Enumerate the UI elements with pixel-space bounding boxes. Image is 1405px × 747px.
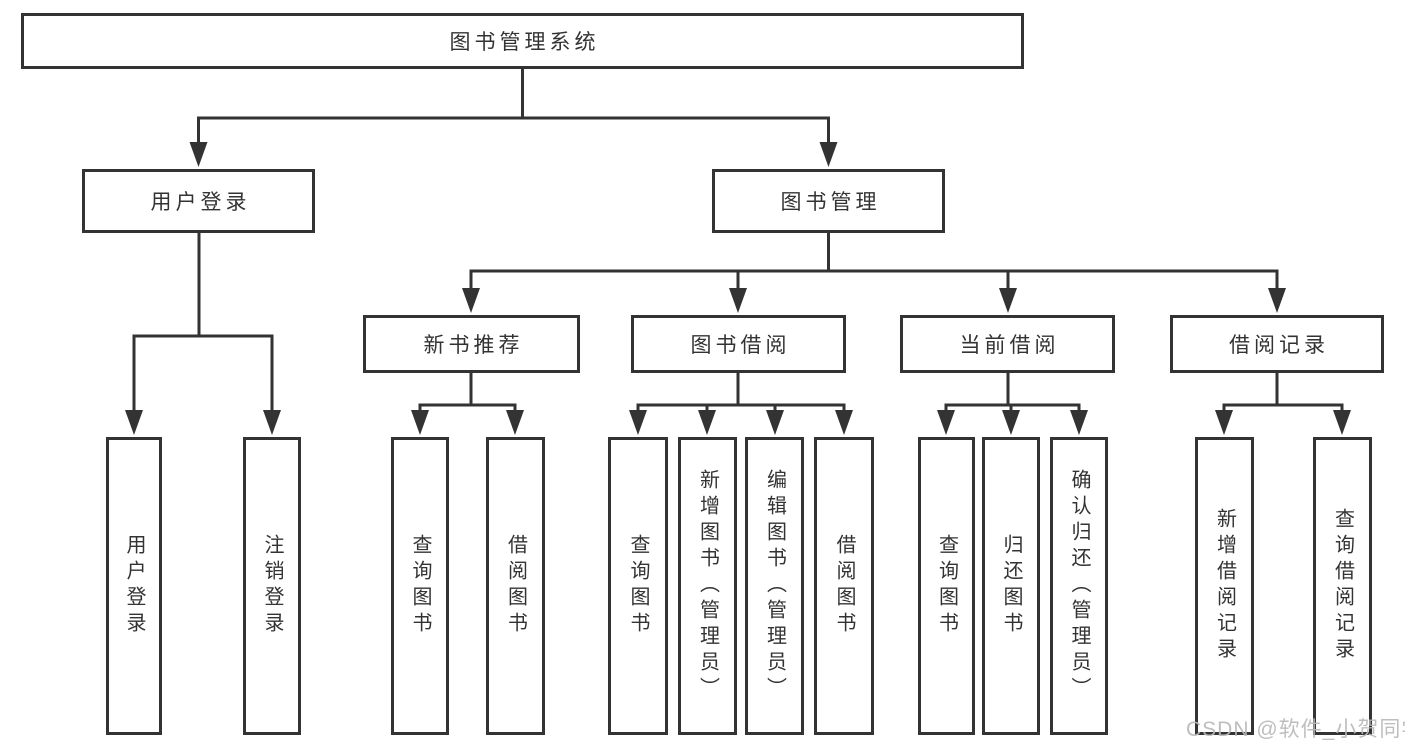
leaf-edit-book-admin: 编辑图书（管理员） xyxy=(745,437,804,735)
leaf-confirm-return-admin-label: 确认归还（管理员） xyxy=(1068,469,1090,703)
node-new-book-recommend: 新书推荐 xyxy=(363,315,580,373)
leaf-borrow-book-label: 借阅图书 xyxy=(833,534,855,638)
leaf-user-login: 用户登录 xyxy=(106,437,162,735)
node-current-borrow-label: 当前借阅 xyxy=(959,334,1060,357)
leaf-return-book-label: 归还图书 xyxy=(1000,534,1022,638)
connector-root-to-level2 xyxy=(197,67,830,148)
leaf-borrow-query-book-label: 查询图书 xyxy=(627,534,649,638)
node-current-borrow: 当前借阅 xyxy=(900,315,1115,373)
arrowheads xyxy=(125,142,1351,435)
connector-book-management-to-level3 xyxy=(469,231,1279,294)
leaf-current-query-book: 查询图书 xyxy=(918,437,975,735)
leaf-query-borrow-record: 查询借阅记录 xyxy=(1313,437,1372,735)
leaf-user-login-label: 用户登录 xyxy=(123,534,145,638)
leaf-logout: 注销登录 xyxy=(243,437,301,735)
leaf-borrow-query-book: 查询图书 xyxy=(608,437,668,735)
leaf-newbook-borrow-book-label: 借阅图书 xyxy=(504,534,527,638)
node-borrow-record-label: 借阅记录 xyxy=(1229,334,1329,357)
connector-new-book-to-leaves xyxy=(418,371,517,417)
node-user-login: 用户登录 xyxy=(82,169,315,233)
leaf-edit-book-admin-label: 编辑图书（管理员） xyxy=(763,469,786,703)
node-root: 图书管理系统 xyxy=(21,13,1024,69)
leaf-newbook-query-book: 查询图书 xyxy=(391,437,449,735)
node-borrow-record: 借阅记录 xyxy=(1170,315,1384,373)
connector-borrow-record-to-leaves xyxy=(1222,371,1344,417)
node-book-management: 图书管理 xyxy=(712,169,945,233)
leaf-add-book-admin: 新增图书（管理员） xyxy=(678,437,737,735)
node-user-login-label: 用户登录 xyxy=(150,191,251,214)
node-book-management-label: 图书管理 xyxy=(780,191,881,214)
csdn-watermark: CSDN @软件_小贺同学 xyxy=(1186,718,1405,741)
connector-book-borrow-to-leaves xyxy=(636,371,846,417)
leaf-logout-label: 注销登录 xyxy=(261,534,283,638)
leaf-query-borrow-record-label: 查询借阅记录 xyxy=(1331,508,1354,664)
node-new-book-recommend-label: 新书推荐 xyxy=(423,334,524,357)
leaf-add-borrow-record: 新增借阅记录 xyxy=(1195,437,1254,735)
leaf-add-book-admin-label: 新增图书（管理员） xyxy=(696,469,719,703)
leaf-return-book: 归还图书 xyxy=(982,437,1040,735)
node-root-label: 图书管理系统 xyxy=(449,31,600,54)
leaf-add-borrow-record-label: 新增借阅记录 xyxy=(1213,508,1236,664)
node-book-borrow-label: 图书借阅 xyxy=(690,334,791,357)
leaf-newbook-borrow-book: 借阅图书 xyxy=(486,437,545,735)
leaf-newbook-query-book-label: 查询图书 xyxy=(409,534,431,638)
leaf-confirm-return-admin: 确认归还（管理员） xyxy=(1050,437,1108,735)
leaf-borrow-book: 借阅图书 xyxy=(814,437,874,735)
connector-current-borrow-to-leaves xyxy=(944,371,1081,417)
connector-user-login-to-leaves xyxy=(132,231,274,416)
node-book-borrow: 图书借阅 xyxy=(631,315,846,373)
leaf-current-query-book-label: 查询图书 xyxy=(935,534,958,638)
